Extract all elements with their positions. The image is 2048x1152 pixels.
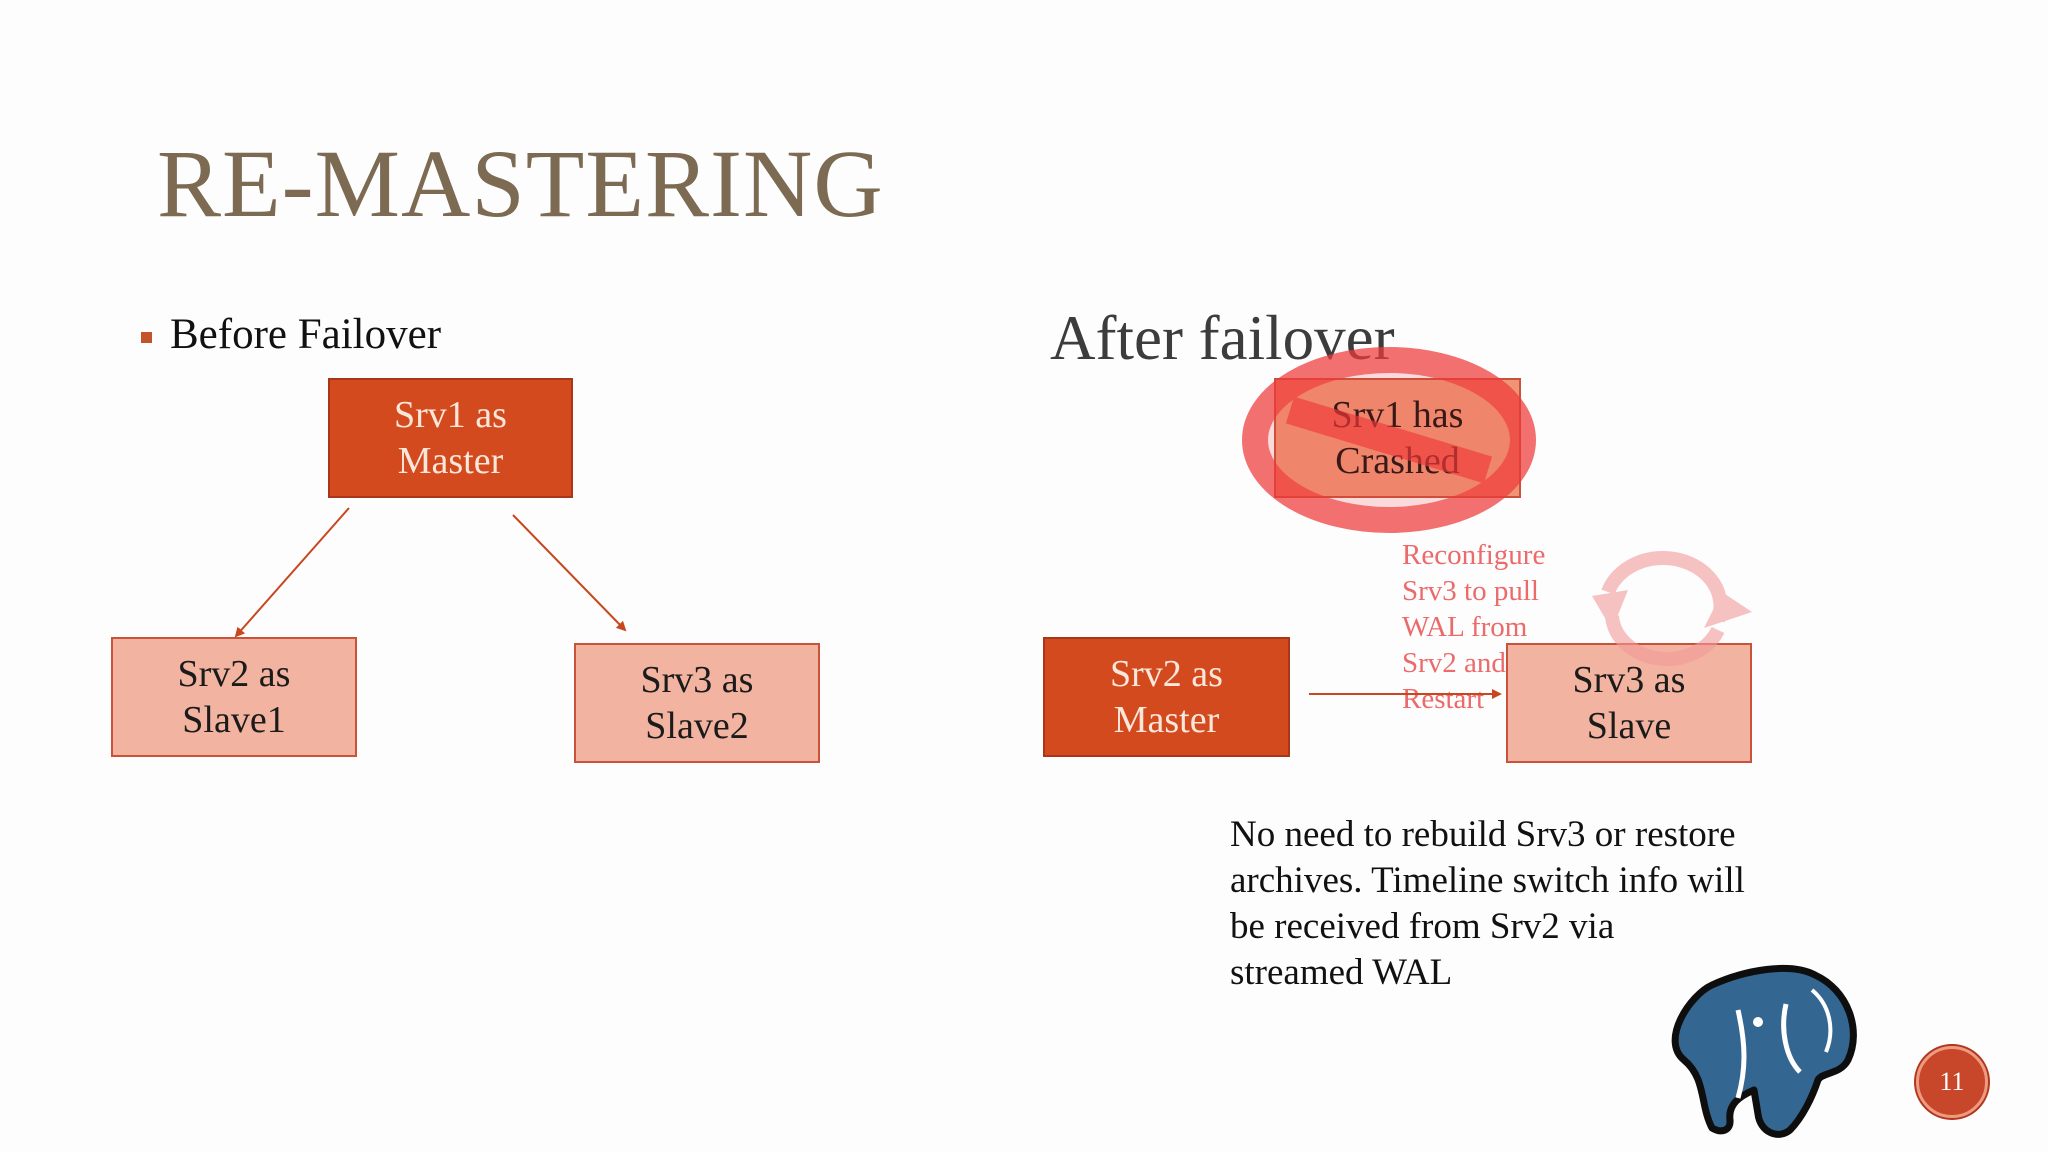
srv2-slave1-line2: Slave1 <box>182 699 286 741</box>
postgresql-elephant-logo <box>1671 964 1857 1138</box>
srv1-master-line1: Srv1 as <box>394 394 507 436</box>
reconfigure-note: Reconfigure Srv3 to pull WAL from Srv2 a… <box>1402 539 1546 715</box>
srv2-master-line1: Srv2 as <box>1110 653 1223 695</box>
bullet-icon <box>141 332 152 343</box>
arrow-master-to-slave1 <box>234 507 350 638</box>
arrow-master-to-slave2 <box>512 514 627 632</box>
srv2-slave1-box: Srv2 as Slave1 <box>111 637 357 757</box>
srv2-master-box: Srv2 as Master <box>1043 637 1290 757</box>
cycle-arrows-icon <box>1592 550 1752 667</box>
srv2-slave1-line1: Srv2 as <box>177 653 291 695</box>
srv3-slave2-line2: Slave2 <box>645 705 749 747</box>
srv3-slave2-line1: Srv3 as <box>640 659 754 701</box>
page-number-badge: 11 <box>1916 1046 1988 1118</box>
srv1-master-line2: Master <box>397 440 504 482</box>
before-failover-label: Before Failover <box>170 311 442 358</box>
srv2-master-line2: Master <box>1113 699 1220 741</box>
slide-title: RE-MASTERING <box>157 130 884 237</box>
srv1-master-box: Srv1 as Master <box>328 378 573 498</box>
srv3-slave-line2: Slave <box>1586 705 1672 747</box>
srv3-slave2-box: Srv3 as Slave2 <box>574 643 820 763</box>
explanation-text: No need to rebuild Srv3 or restore archi… <box>1230 814 1745 993</box>
prohibited-icon <box>1242 347 1536 533</box>
